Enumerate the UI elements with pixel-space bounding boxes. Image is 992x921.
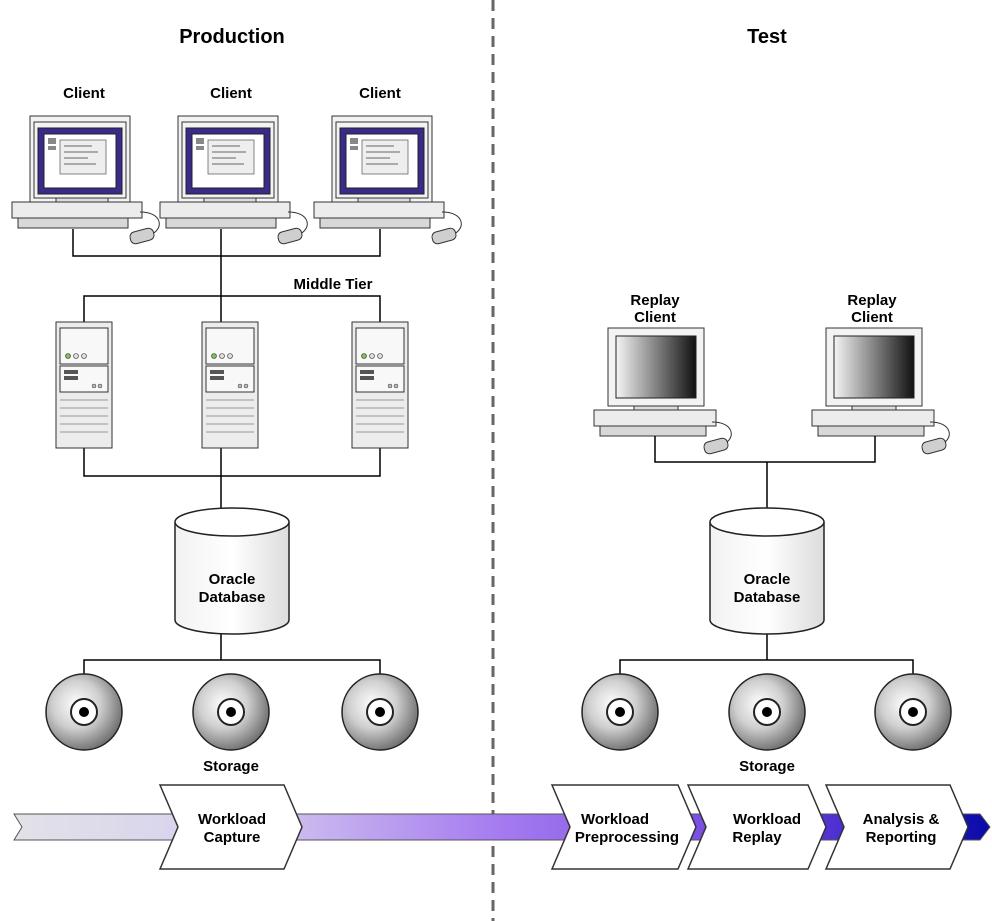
database-label-line2: Database [734,589,801,606]
storage-disc-icon [341,673,419,751]
storage-disc-icon [581,673,659,751]
middle-tier-server [55,321,113,449]
database-label-line1: Oracle [209,571,256,588]
client-computer [11,115,160,245]
workflow-preprocessing-line2: Preprocessing [575,829,679,846]
storage-label: Storage [739,758,795,775]
client-label: Client [63,85,105,102]
replay-client-label-line2: Client [634,309,676,326]
storage-disc-icon [192,673,270,751]
workflow-replay-line2: Replay [732,829,782,846]
replay-client-label-line1: Replay [847,292,897,309]
workflow-step-preprocessing: Workload Preprocessing [550,784,697,870]
test-network-lines [619,436,914,682]
database-label-line1: Oracle [744,571,791,588]
client-computer [159,115,308,245]
database-label-line2: Database [199,589,266,606]
replay-client-label-line2: Client [851,309,893,326]
storage-label: Storage [203,758,259,775]
workflow-replay-line1: Workload [733,811,801,828]
production-database [174,507,290,635]
workflow-reporting-line2: Reporting [866,829,937,846]
client-computer [313,115,462,245]
replay-client-computer [811,327,950,455]
replay-client-computer [593,327,732,455]
workflow-preprocessing-line1: Workload [581,811,649,828]
workflow-step-replay: Workload Replay [686,784,827,870]
production-title: Production [179,26,285,48]
workflow-capture-line1: Workload [198,811,266,828]
storage-disc-icon [45,673,123,751]
test-database [709,507,825,635]
workflow-capture-line2: Capture [204,829,261,846]
workflow-reporting-line1: Analysis & [863,811,940,828]
middle-tier-server [351,321,409,449]
production-network-lines [72,229,381,682]
workflow-step-capture: Workload Capture [158,784,303,870]
test-title: Test [747,26,787,48]
workflow-step-reporting: Analysis & Reporting [824,784,969,870]
client-label: Client [210,85,252,102]
replay-client-label-line1: Replay [630,292,680,309]
client-label: Client [359,85,401,102]
middle-tier-label: Middle Tier [294,276,373,293]
storage-disc-icon [728,673,806,751]
middle-tier-server [201,321,259,449]
storage-disc-icon [874,673,952,751]
